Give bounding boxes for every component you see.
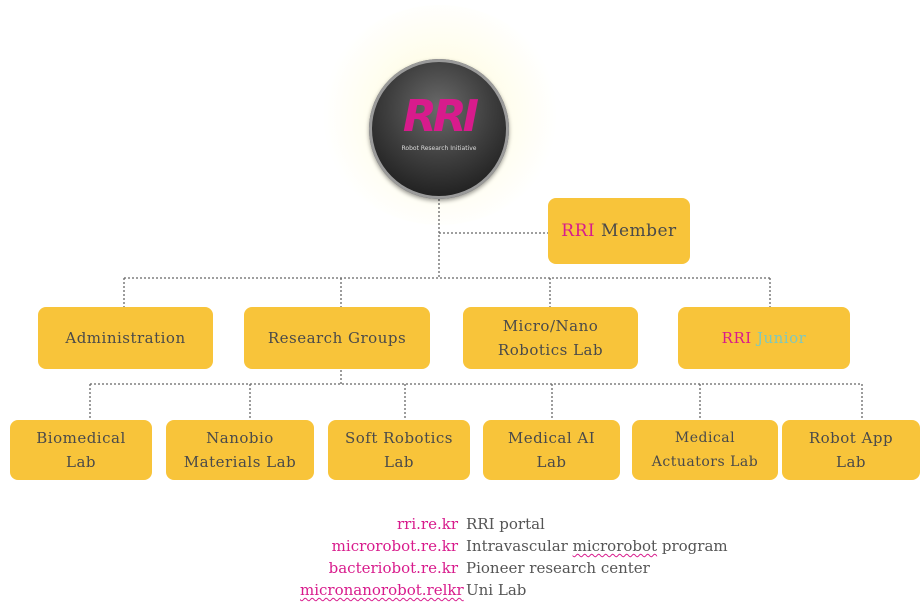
link-url-microrobot[interactable]: microrobot.re.kr xyxy=(331,537,458,555)
link-desc-micronanorobot: Uni Lab xyxy=(466,581,527,599)
link-url-bacteriobot[interactable]: bacteriobot.re.kr xyxy=(328,559,458,577)
medical-ai-line1: Medical AI xyxy=(507,429,596,447)
biomedical-line1: Biomedical xyxy=(36,429,126,447)
junior-prefix: RRI xyxy=(721,329,752,347)
medical-ai-lab-box: Medical AI Lab xyxy=(483,420,620,480)
rri-junior-box: RRI Junior xyxy=(678,307,850,369)
medical-actuators-lab-box: Medical Actuators Lab xyxy=(632,420,778,480)
link-row: micronanorobot.relkr Uni Lab xyxy=(300,579,820,601)
robot-app-lab-box: Robot App Lab xyxy=(782,420,920,480)
logo-text: RRI xyxy=(402,91,479,142)
link-row: bacteriobot.re.kr Pioneer research cente… xyxy=(300,557,820,579)
junior-label: Junior xyxy=(756,329,807,347)
micro-nano-line1: Micro/Nano xyxy=(502,317,599,335)
medical-actuators-line1: Medical xyxy=(674,430,736,446)
micro-nano-robotics-lab-box: Micro/Nano Robotics Lab xyxy=(463,307,638,369)
nanobio-line1: Nanobio xyxy=(206,429,274,447)
robot-app-line1: Robot App xyxy=(808,429,894,447)
link-url-rri[interactable]: rri.re.kr xyxy=(397,515,458,533)
administration-box: Administration xyxy=(38,307,213,369)
link-desc-microrobot-word: microrobot xyxy=(572,537,658,555)
link-desc-bacteriobot: Pioneer research center xyxy=(466,559,650,577)
medical-actuators-line2: Actuators Lab xyxy=(651,454,759,470)
nanobio-line2: Materials Lab xyxy=(183,453,297,471)
soft-robotics-line2: Lab xyxy=(383,453,414,471)
nanobio-materials-lab-box: Nanobio Materials Lab xyxy=(166,420,314,480)
link-desc-microrobot-post: program xyxy=(657,537,728,555)
biomedical-lab-box: Biomedical Lab xyxy=(10,420,152,480)
member-label: Member xyxy=(601,221,677,241)
link-desc-microrobot: Intravascular microrobot program xyxy=(466,535,728,557)
rri-logo: RRI Robot Research Initiative xyxy=(369,59,509,199)
micro-nano-line2: Robotics Lab xyxy=(497,341,604,359)
website-links: rri.re.kr RRI portal microrobot.re.kr In… xyxy=(300,513,820,601)
link-desc-microrobot-pre: Intravascular xyxy=(466,537,573,555)
soft-robotics-lab-box: Soft Robotics Lab xyxy=(328,420,470,480)
member-prefix: RRI xyxy=(561,221,596,241)
medical-ai-line2: Lab xyxy=(536,453,567,471)
logo-subtitle: Robot Research Initiative xyxy=(401,145,477,152)
link-url-micronanorobot[interactable]: micronanorobot.relkr xyxy=(300,579,466,601)
rri-member-box: RRI Member xyxy=(548,198,690,264)
robot-app-line2: Lab xyxy=(835,453,866,471)
research-groups-label: Research Groups xyxy=(267,329,407,347)
administration-label: Administration xyxy=(65,329,186,347)
biomedical-line2: Lab xyxy=(65,453,96,471)
research-groups-box: Research Groups xyxy=(244,307,430,369)
link-row: rri.re.kr RRI portal xyxy=(300,513,820,535)
link-url-micronanorobot-text: micronanorobot.relkr xyxy=(300,581,464,599)
link-row: microrobot.re.kr Intravascular microrobo… xyxy=(300,535,820,557)
soft-robotics-line1: Soft Robotics xyxy=(344,429,454,447)
link-desc-rri: RRI portal xyxy=(466,515,545,533)
